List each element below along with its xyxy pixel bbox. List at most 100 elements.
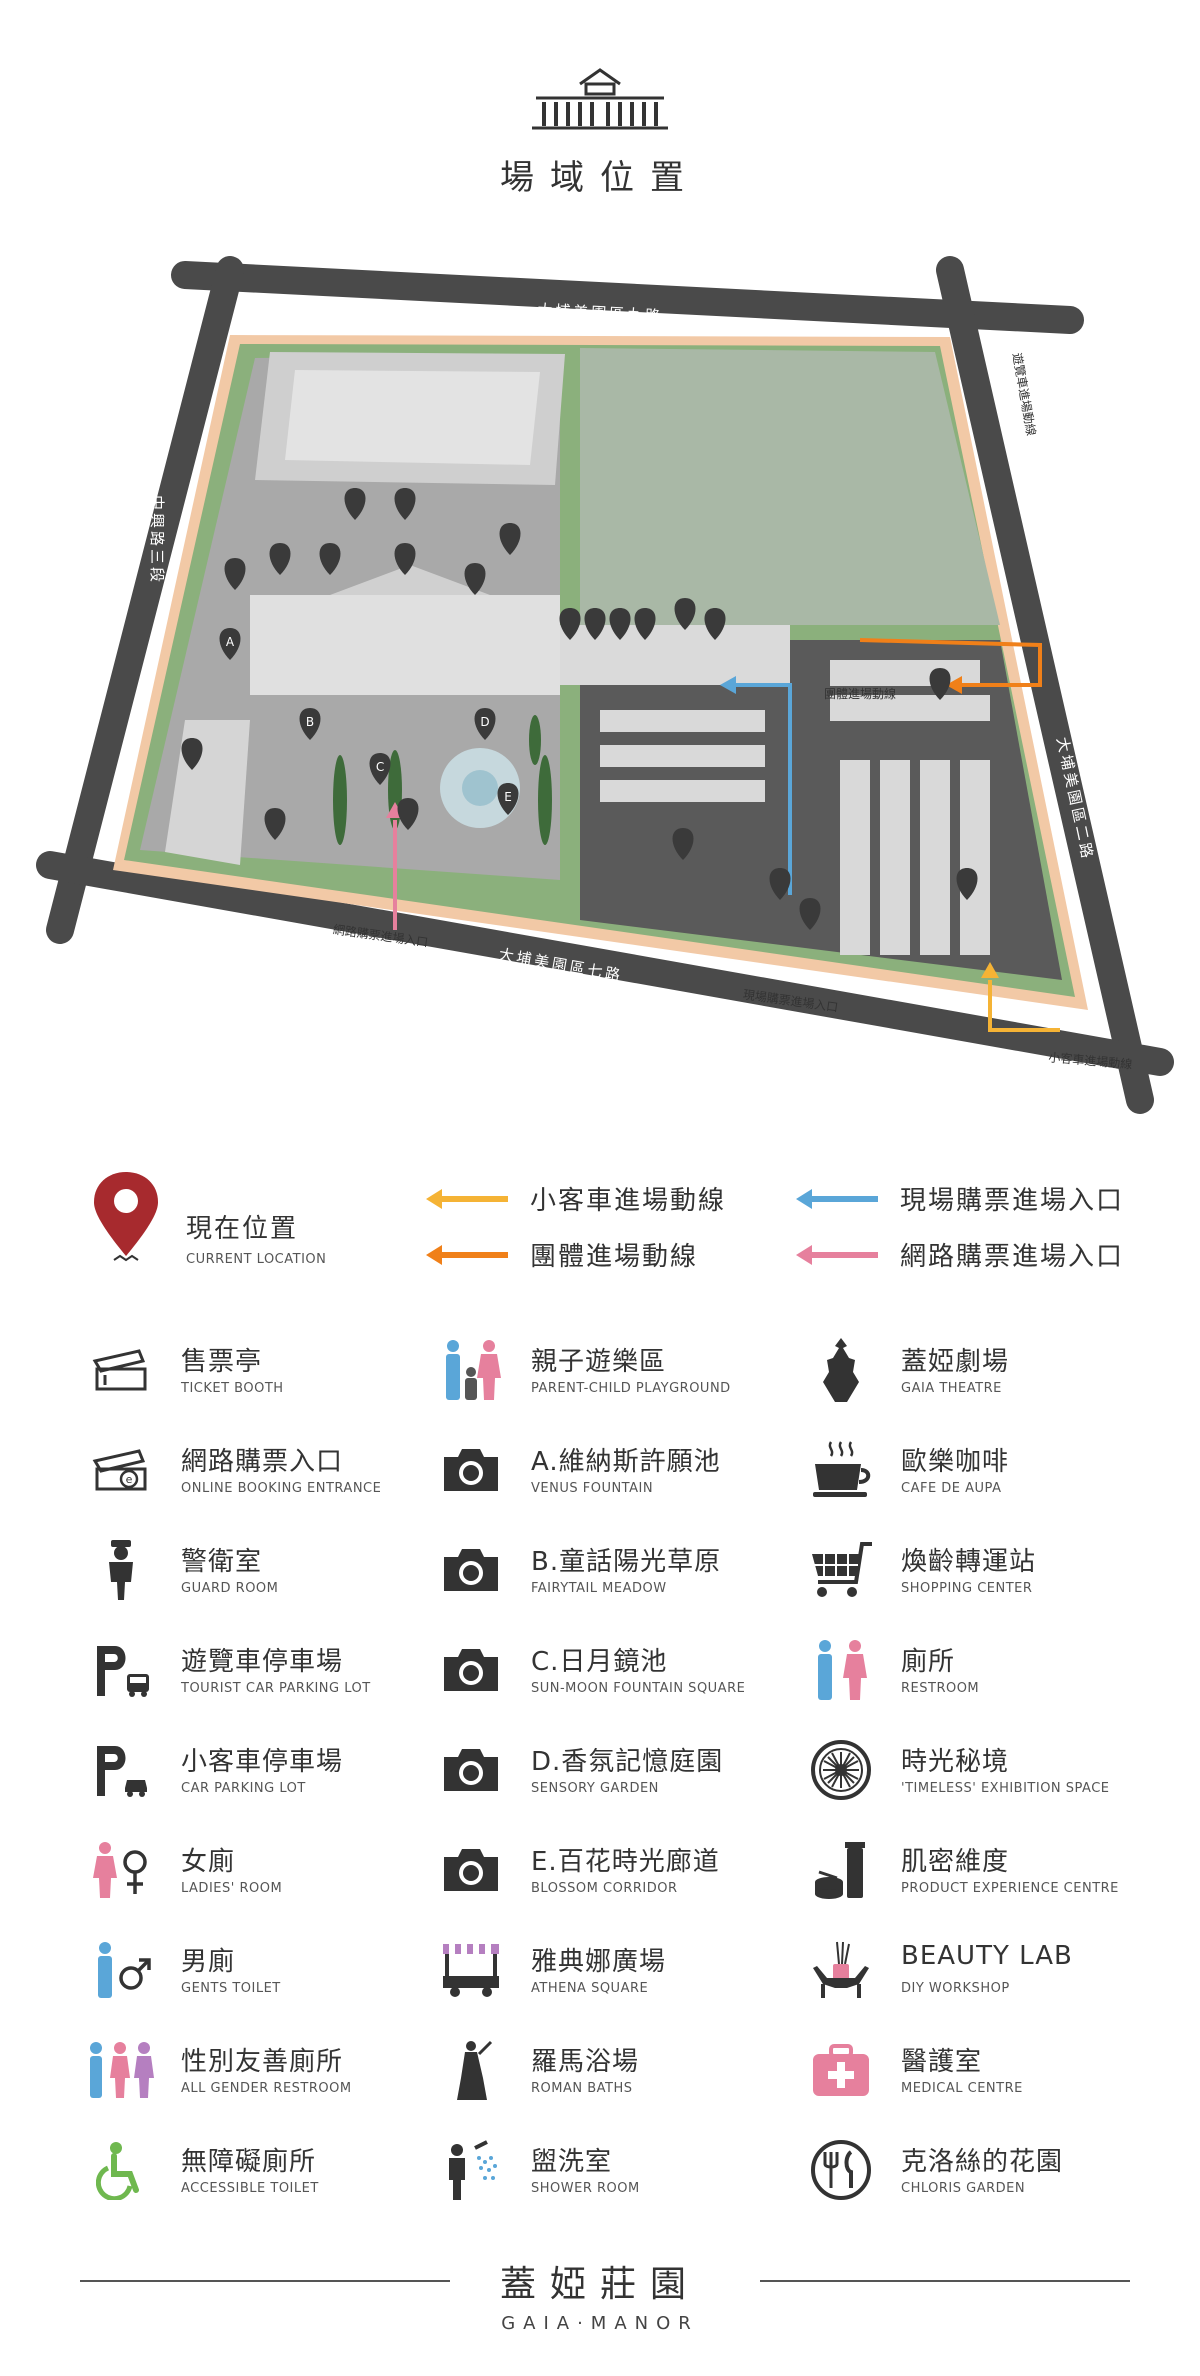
legend-item-gents-toilet: 男廁 GENTS TOILET	[86, 1935, 456, 2015]
footer-brand-en: GAIA·MANOR	[501, 2313, 699, 2334]
legend-item-product-experience: 肌密維度 PRODUCT EXPERIENCE CENTRE	[806, 1835, 1176, 1915]
legend-zh: 蓋婭劇場	[901, 1347, 1010, 1377]
legend-en: ATHENA SQUARE	[531, 1981, 649, 1996]
legend-item-bus-parking: 遊覽車停車場 TOURIST CAR PARKING LOT	[86, 1635, 456, 1715]
manor-logo-icon	[532, 68, 668, 130]
medical-icon	[806, 2035, 876, 2105]
legend-item-beauty-lab: BEAUTY LAB DIY WORKSHOP	[806, 1935, 1176, 2015]
beauty-lab-icon	[806, 1935, 876, 2005]
road-west	[46, 256, 244, 944]
legend-zh: 性別友善廁所	[181, 2047, 344, 2077]
product-icon	[806, 1835, 876, 1905]
bus-parking-icon	[86, 1635, 156, 1705]
legend-item-playground: 親子遊樂區 PARENT-CHILD PLAYGROUND	[436, 1335, 806, 1415]
legend-en: MEDICAL CENTRE	[901, 2081, 1023, 2096]
pin-b-letter: B	[306, 715, 314, 729]
legend-zh: 男廁	[181, 1947, 236, 1977]
road-north	[171, 261, 1084, 334]
legend-item-ticket-booth: 售票亭 TICKET BOOTH	[86, 1335, 456, 1415]
legend-en: CHLORIS GARDEN	[901, 2181, 1026, 2196]
onsite-route	[780, 683, 792, 895]
legend-zh: 煥齡轉運站	[901, 1547, 1037, 1577]
legend-zh: 醫護室	[901, 2047, 983, 2077]
car-route	[988, 980, 1060, 1032]
pin-d: D	[474, 708, 496, 740]
guard-icon	[86, 1535, 156, 1605]
group-route-label: 團體進場動線	[530, 1242, 699, 1272]
camera-icon	[436, 1635, 506, 1705]
group-entrance-label: 團體進場動線	[824, 686, 896, 701]
legend-en: GAIA THEATRE	[901, 1381, 1002, 1396]
road-east	[936, 256, 1154, 1114]
onsite-route-legend: 現場購票進場入口	[792, 1180, 1124, 1217]
legend-en: ONLINE BOOKING ENTRANCE	[181, 1481, 382, 1496]
onsite-route-label: 現場購票進場入口	[900, 1186, 1125, 1216]
group-route-legend: 團體進場動線	[422, 1236, 698, 1273]
legend-zh: D.香氛記憶庭園	[531, 1747, 724, 1777]
legend-zh: 克洛絲的花園	[901, 2147, 1064, 2177]
legend-item-restroom: 廁所 RESTROOM	[806, 1635, 1176, 1715]
online-route-arrow-icon	[796, 1244, 878, 1265]
legend-item-fairytail-meadow: B.童話陽光草原 FAIRYTAIL MEADOW	[436, 1535, 806, 1615]
legend-en: BLOSSOM CORRIDOR	[531, 1881, 678, 1896]
legend-en: TOURIST CAR PARKING LOT	[181, 1681, 371, 1696]
legend-item-roman-baths: 羅馬浴場 ROMAN BATHS	[436, 2035, 806, 2115]
legend-en: SHOPPING CENTER	[901, 1581, 1033, 1596]
family-icon	[436, 1335, 506, 1405]
current-location-en: CURRENT LOCATION	[186, 1252, 327, 1267]
pin-a: A	[219, 628, 241, 660]
legend-en: PARENT-CHILD PLAYGROUND	[531, 1381, 731, 1396]
legend-item-blossom-corridor: E.百花時光廊道 BLOSSOM CORRIDOR	[436, 1835, 806, 1915]
legend-item-car-parking: 小客車停車場 CAR PARKING LOT	[86, 1735, 456, 1815]
legend-item-cafe: 歐樂咖啡 CAFE DE AUPA	[806, 1435, 1176, 1515]
car-parking-icon	[86, 1735, 156, 1805]
camera-icon	[436, 1835, 506, 1905]
legend-en: DIY WORKSHOP	[901, 1981, 1010, 1996]
legend-en: SHOWER ROOM	[531, 2181, 640, 2196]
shopping-cart-icon	[806, 1535, 876, 1605]
car-entrance-label: 小客車進場動線	[1048, 1049, 1133, 1071]
legend-item-venus-fountain: A.維納斯許願池 VENUS FOUNTAIN	[436, 1435, 806, 1515]
pin-b: B	[299, 708, 321, 740]
restaurant-icon	[806, 2135, 876, 2205]
legend-en: TICKET BOOTH	[181, 1381, 284, 1396]
pin-e-letter: E	[504, 790, 512, 804]
footer-divider-right	[760, 2280, 1130, 2282]
current-location-icon	[86, 1168, 166, 1268]
male-toilet-icon	[86, 1935, 156, 2005]
coffee-icon	[806, 1435, 876, 1505]
legend-zh: 時光秘境	[901, 1747, 1010, 1777]
site-map: 大埔美園區九路 中興路三段 大埔美園區二路 大埔美園區七路 遊覽車進場動線 團體…	[36, 256, 1174, 1114]
online-route-legend: 網路購票進場入口	[792, 1236, 1124, 1273]
legend-en: ALL GENDER RESTROOM	[181, 2081, 352, 2096]
legend-en: RESTROOM	[901, 1681, 980, 1696]
female-toilet-icon	[86, 1835, 156, 1905]
road-label-west: 中興路三段	[148, 495, 166, 585]
car-route-arrow-icon	[426, 1188, 508, 1209]
legend-en: FAIRYTAIL MEADOW	[531, 1581, 667, 1596]
legend-item-sensory-garden: D.香氛記憶庭園 SENSORY GARDEN	[436, 1735, 806, 1815]
all-gender-icon	[86, 2035, 156, 2105]
legend-zh: 遊覽車停車場	[181, 1647, 344, 1677]
camera-icon	[436, 1535, 506, 1605]
onsite-route-arrow-icon	[796, 1188, 878, 1209]
pin-e: E	[497, 783, 519, 815]
timeless-icon	[806, 1735, 876, 1805]
theatre-icon	[806, 1335, 876, 1405]
legend-en: CAR PARKING LOT	[181, 1781, 306, 1796]
legend-item-accessible: 無障礙廁所 ACCESSIBLE TOILET	[86, 2135, 456, 2215]
parking-stalls	[600, 660, 990, 955]
legend-item-online-booking: e 網路購票入口 ONLINE BOOKING ENTRANCE	[86, 1435, 456, 1515]
legend-zh: 小客車停車場	[181, 1747, 344, 1777]
legend-zh: 雅典娜廣場	[531, 1947, 667, 1977]
legend-item-shower-room: 盥洗室 SHOWER ROOM	[436, 2135, 806, 2215]
online-route-label: 網路購票進場入口	[900, 1242, 1125, 1272]
ticket-icon	[86, 1335, 156, 1405]
car-route-label: 小客車進場動線	[530, 1186, 727, 1216]
main-building	[250, 595, 560, 695]
legend-zh: 歐樂咖啡	[901, 1447, 1010, 1477]
svg-text:e: e	[126, 1473, 133, 1486]
legend-en: GUARD ROOM	[181, 1581, 279, 1596]
legend-zh: 肌密維度	[901, 1847, 1010, 1877]
tour-route-label: 遊覽車進場動線	[1010, 352, 1039, 437]
